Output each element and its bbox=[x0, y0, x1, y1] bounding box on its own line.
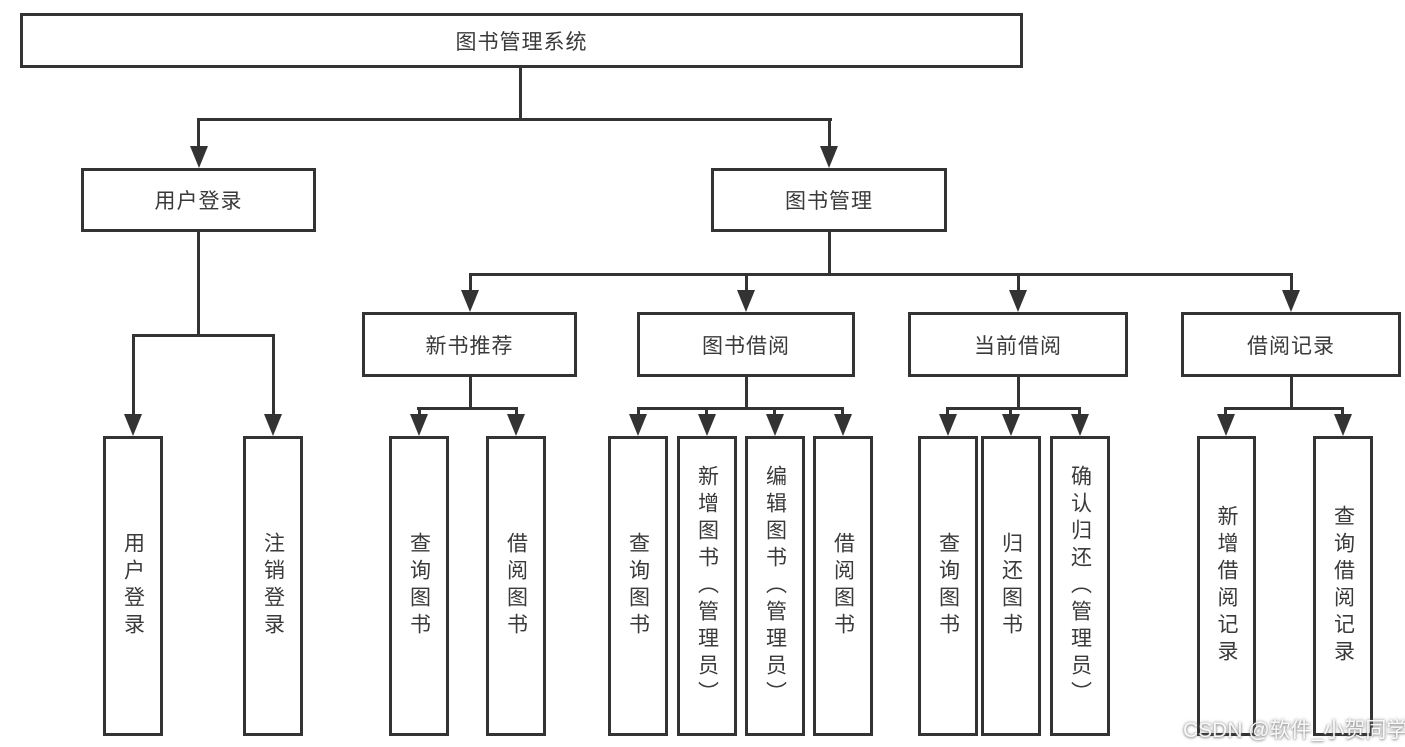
leaf-borrow-books-recommend: 借阅图书 bbox=[486, 436, 546, 736]
arrow-down-icon bbox=[190, 146, 208, 168]
node-root-system: 图书管理系统 bbox=[20, 13, 1023, 68]
arrow-down-icon bbox=[698, 414, 716, 436]
node-current-borrow: 当前借阅 bbox=[908, 312, 1128, 377]
leaf-add-books-admin: 新增图书（管理员） bbox=[677, 436, 737, 736]
arrow-down-icon bbox=[1002, 414, 1020, 436]
leaf-query-borrow-record: 查询借阅记录 bbox=[1313, 436, 1373, 736]
arrow-down-icon bbox=[1071, 414, 1089, 436]
connector-line bbox=[197, 118, 832, 121]
connector-line bbox=[1017, 273, 1020, 292]
connector-line bbox=[469, 377, 472, 410]
leaf-borrow-books: 借阅图书 bbox=[813, 436, 873, 736]
arrow-down-icon bbox=[939, 414, 957, 436]
connector-line bbox=[469, 273, 472, 292]
leaf-query-books-borrow: 查询图书 bbox=[608, 436, 668, 736]
connector-line bbox=[519, 68, 522, 121]
connector-line bbox=[637, 407, 844, 410]
connector-line bbox=[745, 377, 748, 410]
connector-line bbox=[1078, 407, 1081, 416]
connector-line bbox=[1009, 407, 1012, 416]
connector-line bbox=[1224, 407, 1227, 416]
arrow-down-icon bbox=[1217, 414, 1235, 436]
arrow-down-icon bbox=[410, 414, 428, 436]
connector-line bbox=[132, 334, 275, 337]
connector-line bbox=[947, 407, 1081, 410]
arrow-down-icon bbox=[737, 290, 755, 312]
connector-line bbox=[197, 232, 200, 337]
arrow-down-icon bbox=[820, 146, 838, 168]
connector-line bbox=[417, 407, 518, 410]
arrow-down-icon bbox=[507, 414, 525, 436]
leaf-query-books-recommend: 查询图书 bbox=[389, 436, 449, 736]
connector-line bbox=[828, 232, 831, 276]
node-book-borrow: 图书借阅 bbox=[637, 312, 855, 377]
arrow-down-icon bbox=[1334, 414, 1352, 436]
connector-line bbox=[946, 407, 949, 416]
connector-line bbox=[1290, 377, 1293, 410]
arrow-down-icon bbox=[766, 414, 784, 436]
node-book-management: 图书管理 bbox=[711, 168, 947, 232]
arrow-down-icon bbox=[1009, 290, 1027, 312]
connector-line bbox=[745, 273, 748, 292]
connector-line bbox=[705, 407, 708, 416]
leaf-add-borrow-record: 新增借阅记录 bbox=[1197, 436, 1256, 736]
arrow-down-icon bbox=[1282, 290, 1300, 312]
connector-line bbox=[132, 334, 135, 416]
connector-line bbox=[197, 118, 200, 150]
arrow-down-icon bbox=[264, 414, 282, 436]
connector-line bbox=[1341, 407, 1344, 416]
leaf-return-books: 归还图书 bbox=[981, 436, 1041, 736]
connector-line bbox=[469, 273, 1293, 276]
leaf-query-books-current: 查询图书 bbox=[918, 436, 978, 736]
arrow-down-icon bbox=[124, 414, 142, 436]
leaf-logout: 注销登录 bbox=[243, 436, 303, 736]
connector-line bbox=[828, 118, 831, 150]
node-user-login: 用户登录 bbox=[81, 168, 316, 232]
connector-line bbox=[637, 407, 640, 416]
leaf-edit-books-admin: 编辑图书（管理员） bbox=[745, 436, 805, 736]
connector-line bbox=[515, 407, 518, 416]
connector-line bbox=[773, 407, 776, 416]
leaf-confirm-return-admin: 确认归还（管理员） bbox=[1050, 436, 1110, 736]
arrow-down-icon bbox=[629, 414, 647, 436]
connector-line bbox=[1225, 407, 1344, 410]
connector-line bbox=[1290, 273, 1293, 292]
node-new-book-recommend: 新书推荐 bbox=[362, 312, 577, 377]
connector-line bbox=[272, 334, 275, 416]
arrow-down-icon bbox=[461, 290, 479, 312]
node-borrow-record: 借阅记录 bbox=[1181, 312, 1401, 377]
connector-line bbox=[418, 407, 421, 416]
connector-line bbox=[841, 407, 844, 416]
arrow-down-icon bbox=[834, 414, 852, 436]
csdn-watermark: CSDN @软件_小贺同学 bbox=[1183, 719, 1405, 742]
connector-line bbox=[1017, 377, 1020, 410]
leaf-user-login: 用户登录 bbox=[103, 436, 163, 736]
